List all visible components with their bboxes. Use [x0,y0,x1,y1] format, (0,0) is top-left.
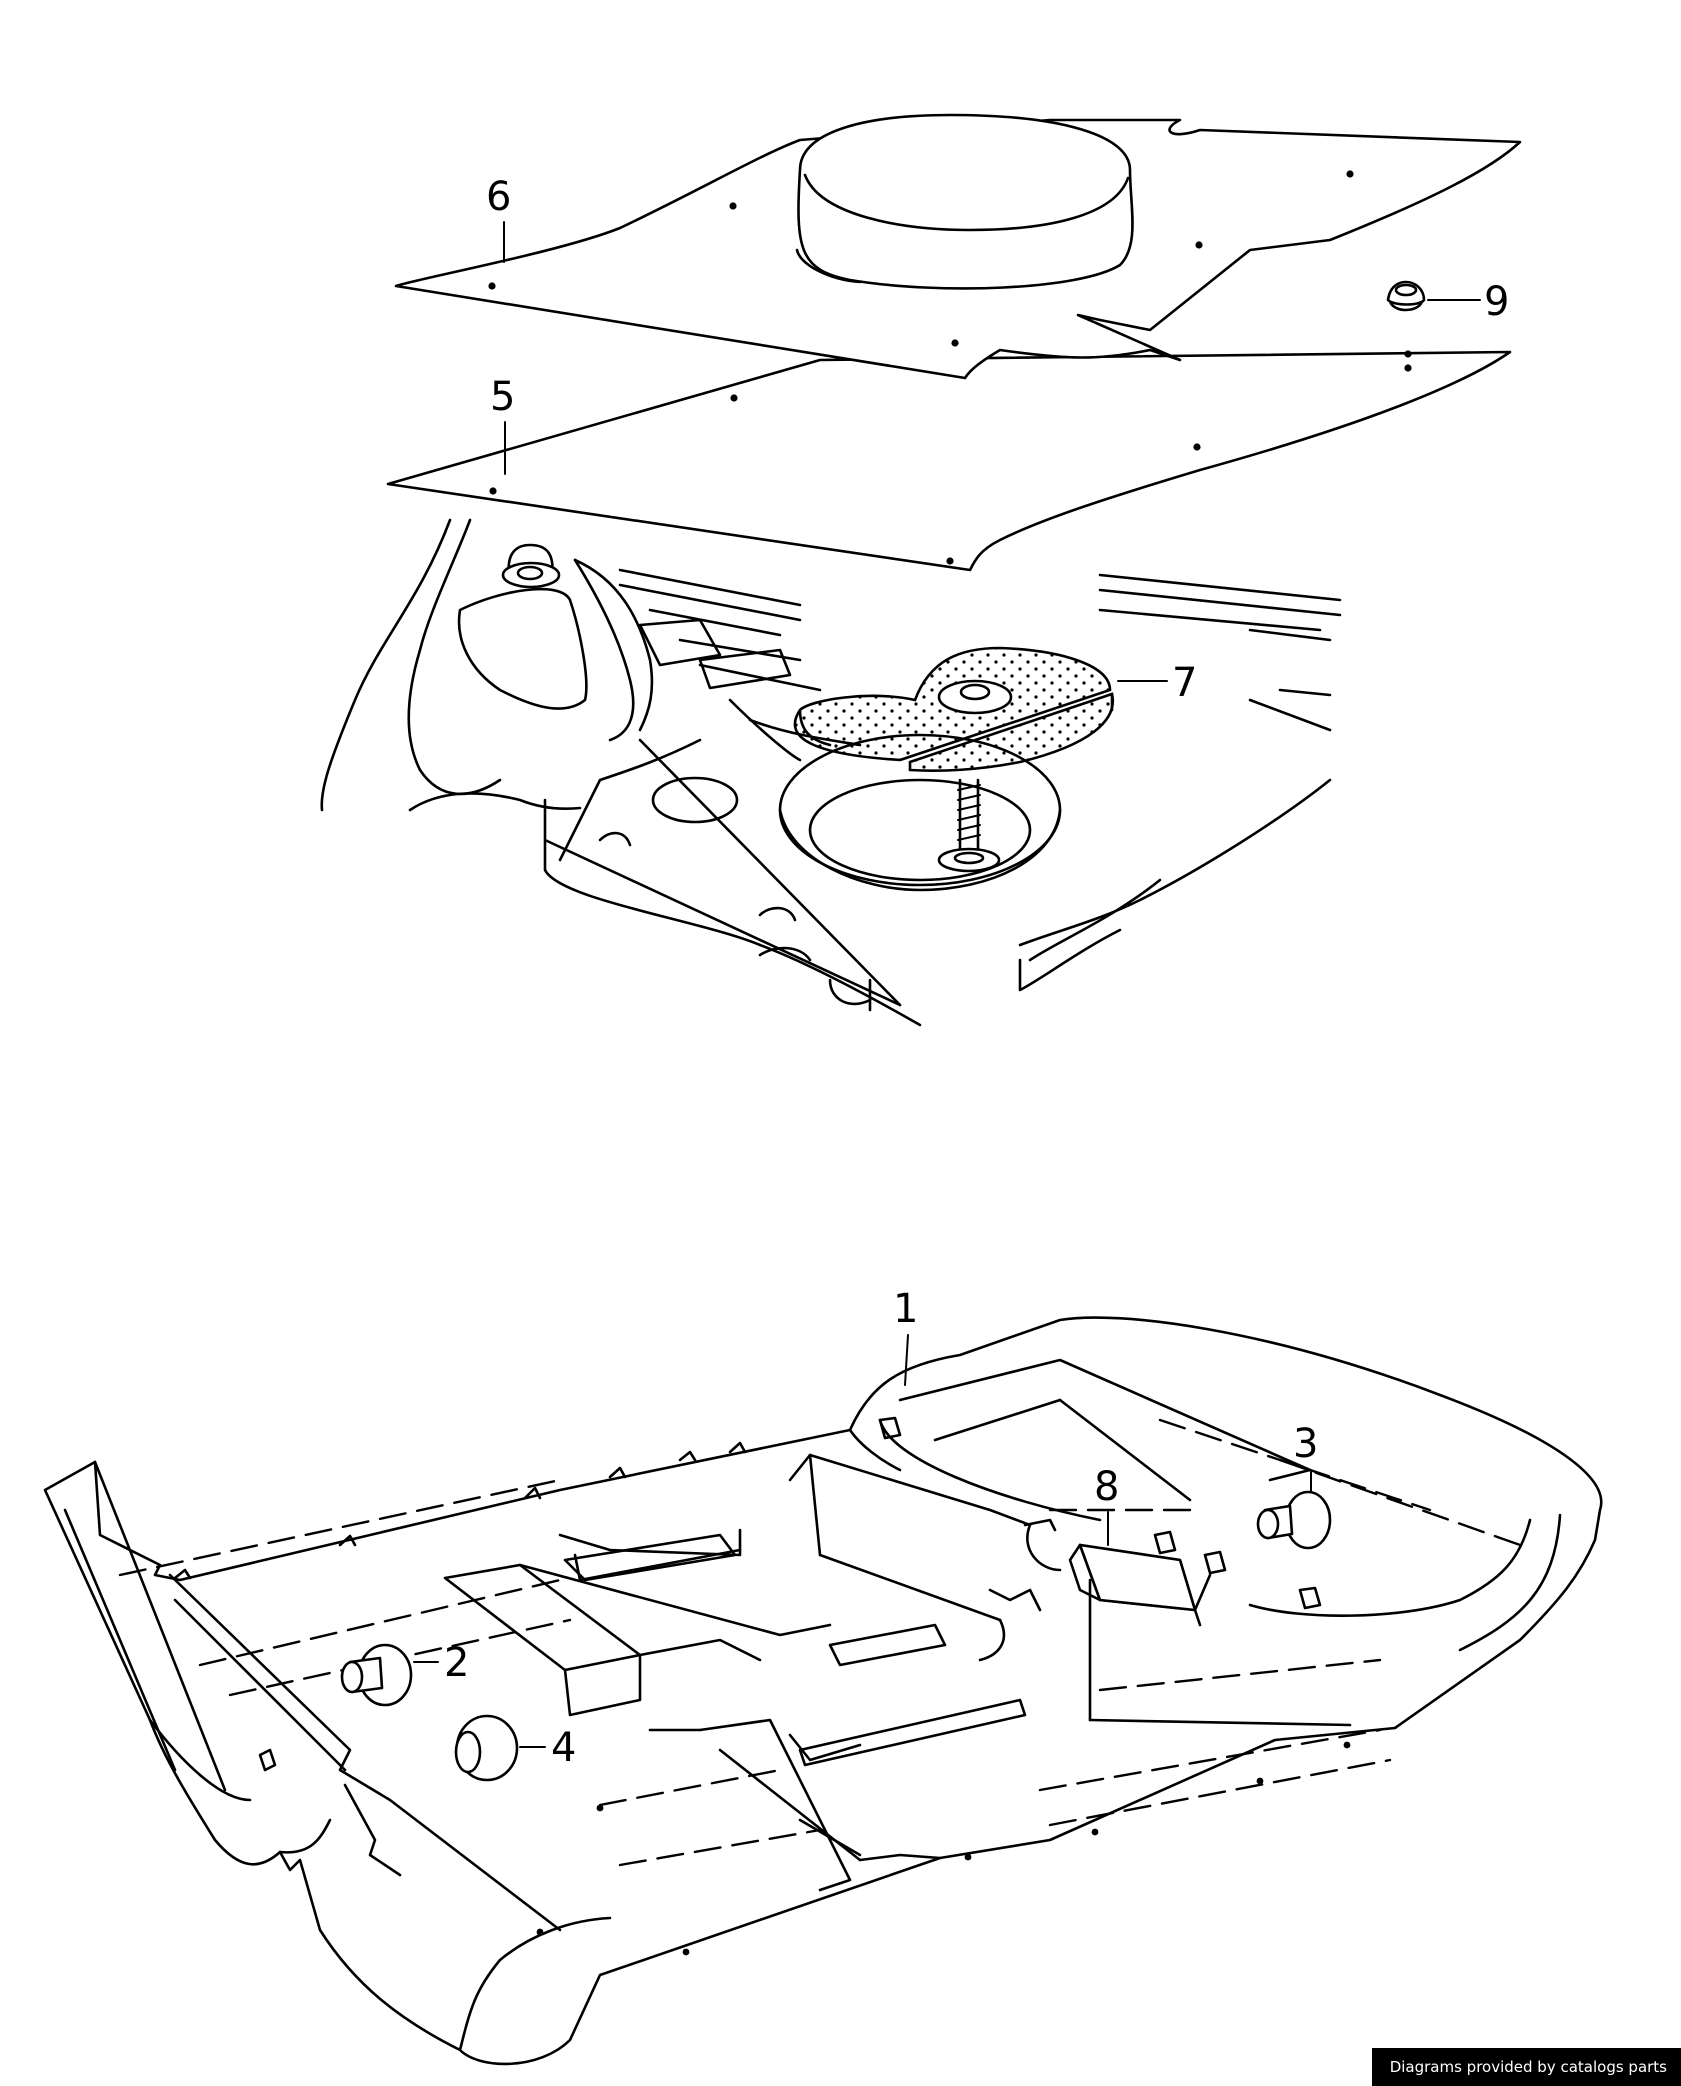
callout-5: 5 [490,374,515,420]
callout-8: 8 [1094,1464,1119,1510]
leader-lines [413,221,1481,1748]
spare-wheel-bolt [937,778,1001,873]
watermark: Diagrams provided by catalogs parts [1371,2048,1681,2086]
floor-covering-1 [43,1316,1603,2066]
grommet-2 [340,1643,413,1707]
callout-9: 9 [1484,279,1509,325]
callout-7: 7 [1172,660,1197,706]
trunk-floor-body [320,518,1342,1027]
callout-3: 3 [1293,1421,1318,1467]
trunk-floor-cover-6 [394,113,1522,380]
clip-3 [1256,1490,1332,1550]
grommet-4 [454,1714,519,1782]
clip-9 [1386,280,1426,312]
spare-wheel-insulation-7 [793,646,1115,773]
floor-mat-5 [386,350,1512,572]
callout-6: 6 [486,174,511,220]
bracket-8 [1068,1543,1202,1627]
callout-2: 2 [444,1640,469,1686]
callout-4: 4 [551,1725,576,1771]
callout-1: 1 [893,1286,918,1332]
